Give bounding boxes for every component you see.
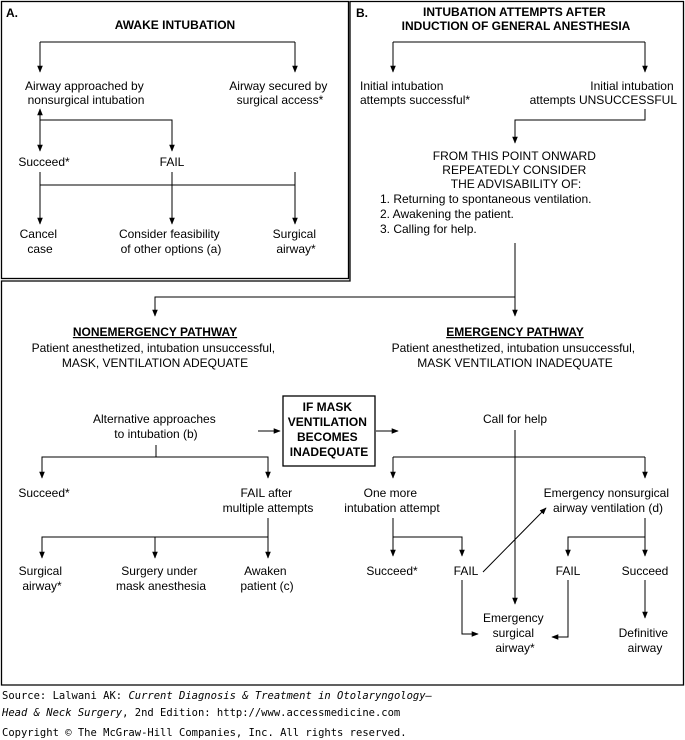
node-em-succeed-left: Succeed* bbox=[366, 564, 418, 578]
node-a-cancel: Cancel case bbox=[20, 227, 61, 256]
panel-a-title: AWAKE INTUBATION bbox=[115, 18, 235, 32]
source-line-1: Source: Lalwani AK: Current Diagnosis & … bbox=[2, 690, 432, 702]
node-a-consider: Consider feasibility of other options (a… bbox=[119, 227, 223, 256]
nonemergency-desc: Patient anesthetized, intubation unsucce… bbox=[32, 341, 279, 370]
node-ne-succeed: Succeed* bbox=[18, 486, 70, 500]
node-a-nonsurgical: Airway approached by nonsurgical intubat… bbox=[25, 79, 147, 107]
node-em-fail-right: FAIL bbox=[556, 564, 581, 578]
panel-a-border bbox=[0, 0, 350, 280]
if-mask-box bbox=[282, 395, 376, 467]
node-b-successful: Initial intubation attempts successful* bbox=[360, 79, 470, 107]
emergency-connectors bbox=[390, 430, 648, 640]
source-line-2: Head & Neck Surgery, 2nd Edition: http:/… bbox=[2, 707, 401, 719]
node-b-unsuccessful: Initial intubation attempts UNSUCCESSFUL bbox=[530, 79, 678, 107]
node-em-succeed-right: Succeed bbox=[622, 564, 669, 578]
panel-b-letter: B. bbox=[356, 6, 368, 20]
node-one-more: One more intubation attempt bbox=[344, 486, 440, 515]
airway-algorithm-diagram: A. AWAKE INTUBATION Airway approached by… bbox=[0, 0, 685, 686]
emergency-desc: Patient anesthetized, intubation unsucce… bbox=[392, 341, 639, 370]
node-awaken: Awaken patient (c) bbox=[240, 564, 293, 593]
node-fail-after: FAIL after multiple attempts bbox=[223, 486, 314, 515]
panel-b-border bbox=[0, 0, 685, 686]
nonemergency-title: NONEMERGENCY PATHWAY bbox=[73, 325, 237, 339]
node-b-options: 1. Returning to spontaneous ventilation.… bbox=[380, 192, 595, 236]
copyright-line: Copyright © The McGraw-Hill Companies, I… bbox=[2, 727, 407, 739]
node-call-help: Call for help bbox=[483, 412, 547, 426]
panel-a-connectors bbox=[37, 41, 298, 225]
panel-b-title: INTUBATION ATTEMPTS AFTER INDUCTION OF G… bbox=[402, 5, 631, 33]
if-mask-text: IF MASK VENTILATION BECOMES INADEQUATE bbox=[288, 400, 370, 459]
node-mask-anesthesia: Surgery under mask anesthesia bbox=[116, 564, 206, 593]
node-a-fail: FAIL bbox=[160, 155, 185, 169]
node-ne-surgical-airway: Surgical airway* bbox=[19, 564, 66, 593]
node-emergency-surgical: Emergency surgical airway* bbox=[483, 611, 547, 655]
node-b-consider: FROM THIS POINT ONWARD REPEATEDLY CONSID… bbox=[433, 149, 599, 191]
node-a-succeed: Succeed* bbox=[18, 155, 70, 169]
node-a-surgical-access: Airway secured by surgical access* bbox=[229, 79, 330, 107]
nonemergency-connectors bbox=[39, 428, 399, 559]
node-alternative: Alternative approaches to intubation (b) bbox=[93, 412, 219, 441]
emergency-title: EMERGENCY PATHWAY bbox=[446, 325, 584, 339]
node-a-surgical-airway: Surgical airway* bbox=[273, 227, 320, 256]
panel-b-connectors bbox=[152, 41, 648, 317]
panel-a-letter: A. bbox=[6, 6, 18, 20]
node-em-fail-left: FAIL bbox=[454, 564, 479, 578]
node-nonsurgical-ventilation: Emergency nonsurgical airway ventilation… bbox=[544, 486, 673, 515]
node-definitive: Definitive airway bbox=[619, 626, 672, 655]
